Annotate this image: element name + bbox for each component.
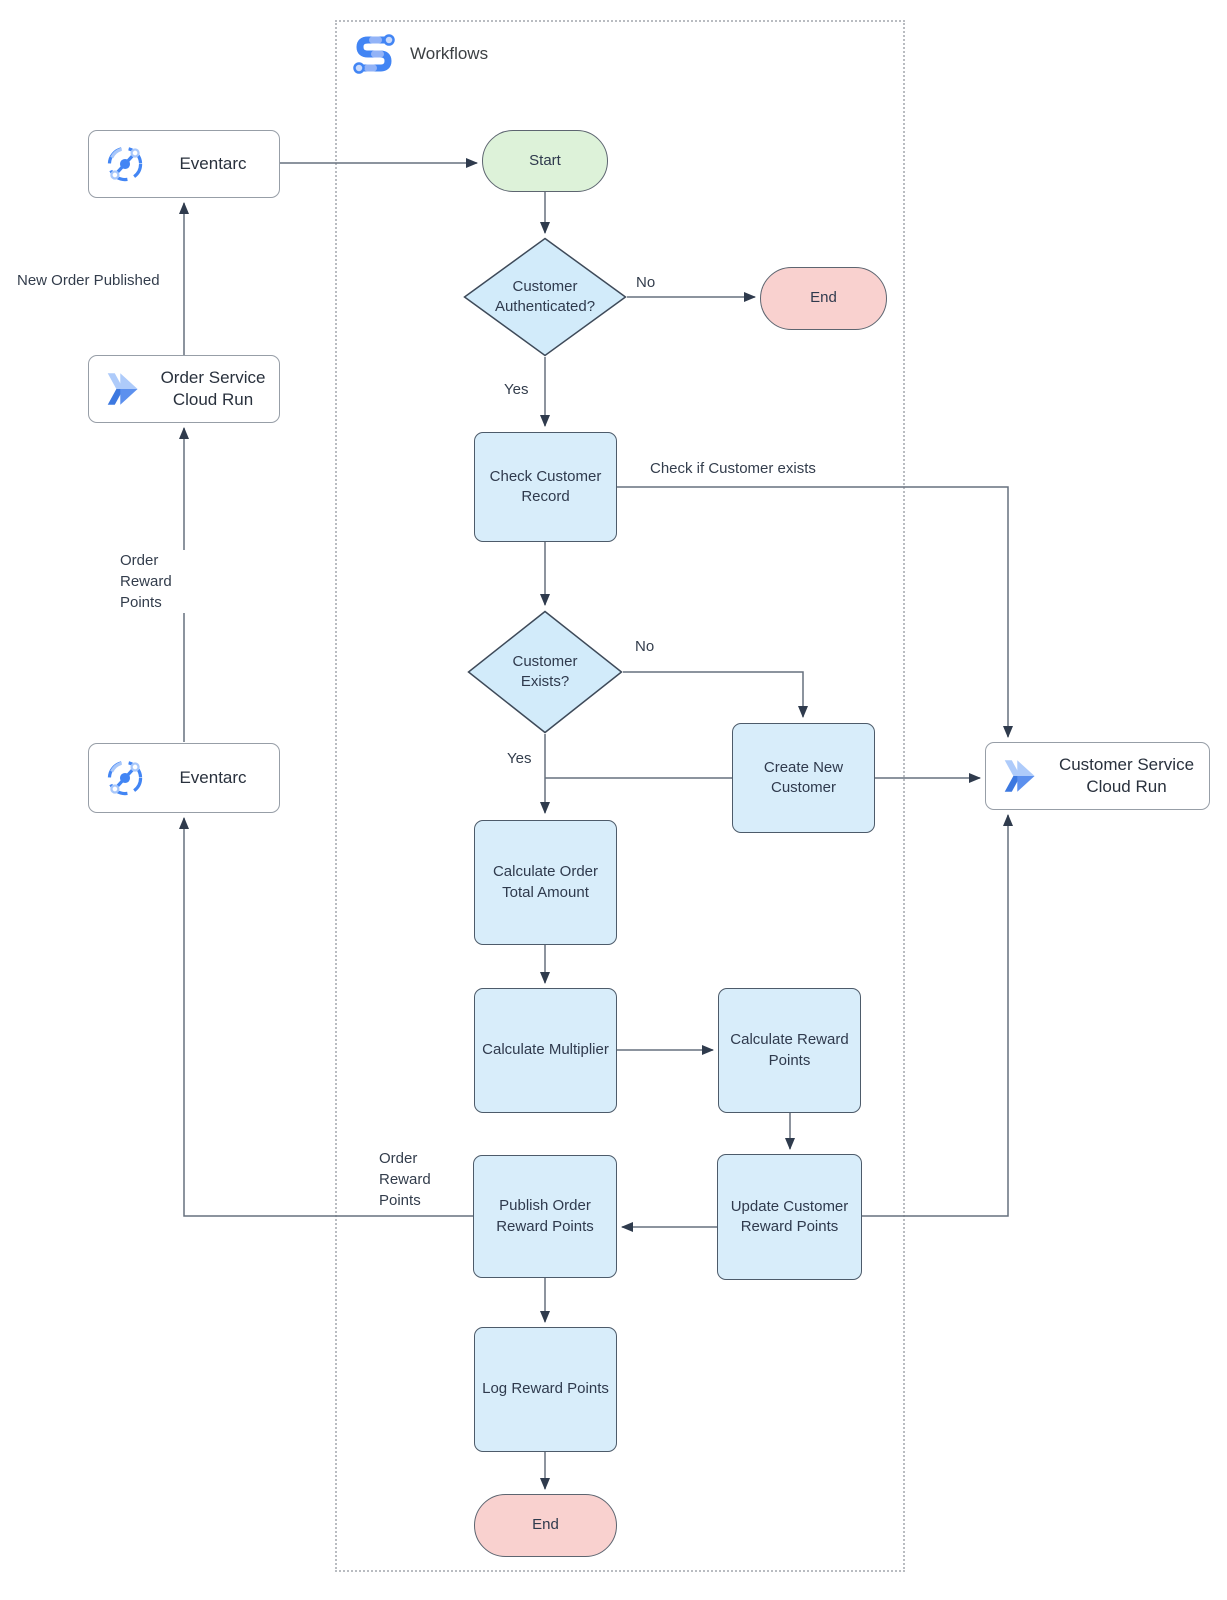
cloud-run-icon xyxy=(107,373,138,405)
node-update-customer-reward-points: Update Customer Reward Points xyxy=(717,1154,862,1280)
node-check-customer-record: Check Customer Record xyxy=(474,432,617,542)
node-label: Check Customer Record xyxy=(489,467,602,505)
node-end-bottom: End xyxy=(474,1494,617,1557)
node-label: Eventarc xyxy=(179,767,247,787)
workflows-container xyxy=(335,20,905,1572)
node-label: End xyxy=(532,1516,559,1534)
node-label: Order Service Cloud Run xyxy=(160,367,266,409)
node-log-reward-points: Log Reward Points xyxy=(474,1327,617,1452)
node-label: Update Customer Reward Points xyxy=(730,1197,849,1235)
node-order-service-cloud-run: Order Service Cloud Run xyxy=(88,355,280,423)
node-label: Eventarc xyxy=(179,153,247,173)
workflows-header: Workflows xyxy=(350,30,488,78)
node-eventarc-top: Eventarc xyxy=(88,130,280,198)
eventarc-icon xyxy=(107,760,143,796)
node-label: Calculate Order Total Amount xyxy=(492,863,599,901)
edge-label-auth-no: No xyxy=(634,272,658,293)
node-label: Customer Service Cloud Run xyxy=(1058,754,1195,796)
node-end-top: End xyxy=(760,267,887,330)
node-customer-authenticated-decision: Customer Authenticated? xyxy=(463,237,627,357)
edge-label-check-if-customer-exists: Check if Customer exists xyxy=(648,458,818,479)
workflows-title: Workflows xyxy=(410,44,489,63)
node-label: Customer Exists? xyxy=(512,652,578,690)
node-customer-exists-decision: Customer Exists? xyxy=(467,610,623,734)
edge-label-exists-no: No xyxy=(633,636,657,657)
node-calculate-reward-points: Calculate Reward Points xyxy=(718,988,861,1113)
diamond-shape xyxy=(467,610,623,734)
node-calculate-multiplier: Calculate Multiplier xyxy=(474,988,617,1113)
node-start: Start xyxy=(482,130,608,192)
node-label: End xyxy=(810,289,837,307)
workflows-icon xyxy=(353,34,395,74)
node-eventarc-bottom: Eventarc xyxy=(88,743,280,813)
edge-label-new-order-published: New Order Published xyxy=(15,270,162,291)
cloud-run-icon xyxy=(1004,760,1035,792)
eventarc-icon xyxy=(107,146,143,182)
edge-label-order-reward-points-lower: Order Reward Points xyxy=(377,1148,451,1211)
node-publish-order-reward-points: Publish Order Reward Points xyxy=(473,1155,617,1278)
node-label: Calculate Reward Points xyxy=(730,1031,849,1069)
node-label: Customer Authenticated? xyxy=(494,277,596,315)
node-label: Create New Customer xyxy=(763,758,844,796)
edge-label-exists-yes: Yes xyxy=(505,748,534,769)
node-create-new-customer: Create New Customer xyxy=(732,723,875,833)
node-label: Start xyxy=(529,151,561,169)
node-label: Calculate Multiplier xyxy=(482,1041,609,1059)
edge-label-auth-yes: Yes xyxy=(502,379,531,400)
node-label: Log Reward Points xyxy=(482,1380,609,1398)
edge-label-order-reward-points-upper: Order Reward Points xyxy=(118,550,192,613)
node-label: Publish Order Reward Points xyxy=(496,1197,594,1235)
node-customer-service-cloud-run: Customer Service Cloud Run xyxy=(985,742,1210,810)
diamond-shape xyxy=(463,237,627,357)
node-calculate-order-total: Calculate Order Total Amount xyxy=(474,820,617,945)
